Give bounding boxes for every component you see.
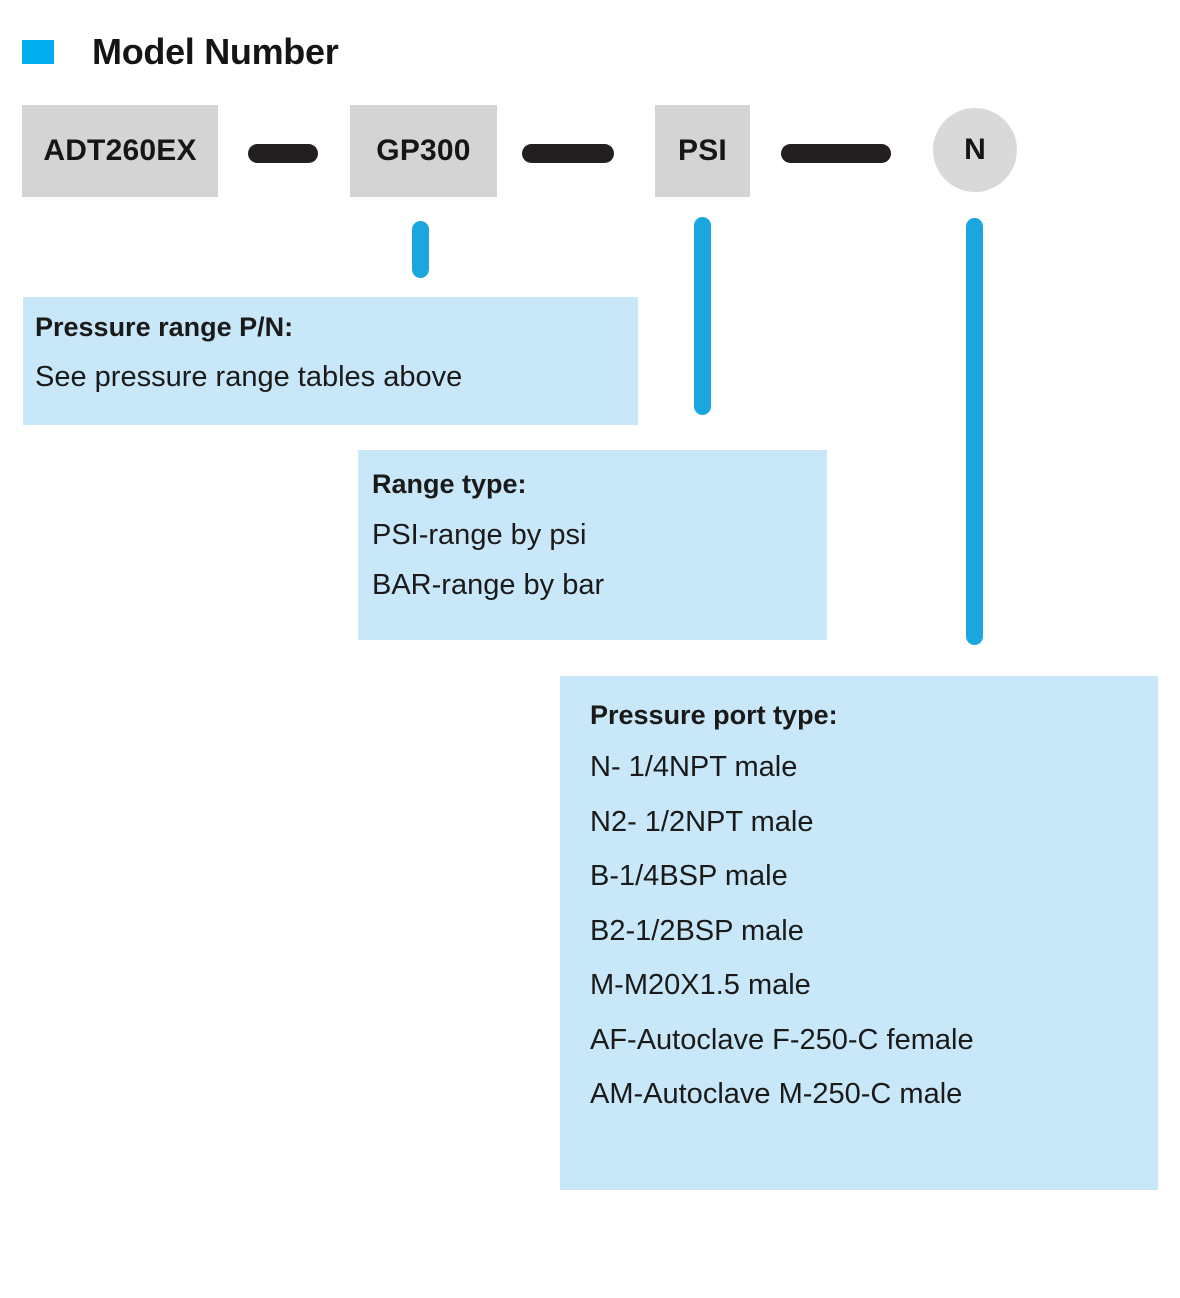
model-segment-model: ADT260EX xyxy=(22,105,218,197)
leader-line-range-pn xyxy=(412,221,429,278)
callout-line: N2- 1/2NPT male xyxy=(590,805,814,838)
callout-line: BAR-range by bar xyxy=(372,568,605,601)
callout-title: Pressure port type: xyxy=(590,700,838,730)
callout-line: PSI-range by psi xyxy=(372,519,587,552)
leader-line-port-type xyxy=(966,218,983,645)
callout-title: Pressure range P/N: xyxy=(35,312,294,342)
leader-line-range-type xyxy=(694,217,711,415)
dash-separator-icon-2 xyxy=(522,144,614,163)
model-segment-range-pn: GP300 xyxy=(350,105,497,197)
callout-title: Range type: xyxy=(372,469,527,499)
callout-line: AM-Autoclave M-250-C male xyxy=(590,1077,963,1110)
dash-separator-icon-1 xyxy=(248,144,318,163)
model-segment-port-type: N xyxy=(933,108,1017,192)
page-title: Model Number xyxy=(92,31,339,72)
dash-separator-icon-3 xyxy=(781,144,891,163)
callout-range-type: Range type: PSI-range by psi BAR-range b… xyxy=(358,450,827,640)
model-segment-range-type: PSI xyxy=(655,105,750,197)
callout-line: M-M20X1.5 male xyxy=(590,969,811,1002)
callout-pressure-range: Pressure range P/N: See pressure range t… xyxy=(23,297,638,425)
callout-line: N- 1/4NPT male xyxy=(590,751,798,784)
callout-line: See pressure range tables above xyxy=(35,361,463,394)
callout-line: B2-1/2BSP male xyxy=(590,914,804,947)
page-header: Model Number xyxy=(22,31,339,72)
callout-line: B-1/4BSP male xyxy=(590,860,788,893)
callout-port-type: Pressure port type: N- 1/4NPT male N2- 1… xyxy=(560,676,1158,1190)
blue-square-marker-icon xyxy=(22,40,54,64)
callout-line: AF-Autoclave F-250-C female xyxy=(590,1023,974,1056)
